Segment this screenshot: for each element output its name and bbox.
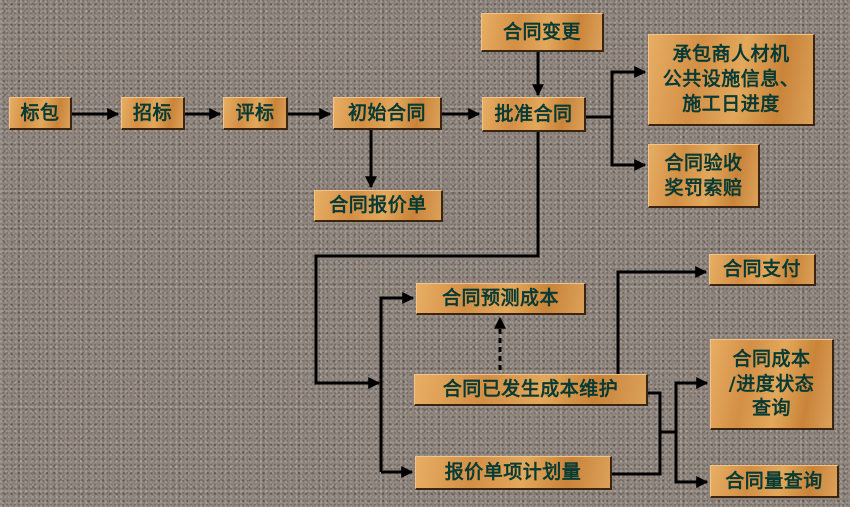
node-hetong-biangeng: 合同变更 [481, 13, 604, 52]
node-pingbiao: 评标 [223, 97, 288, 130]
node-hetongliang-chaxun: 合同量查询 [710, 465, 839, 498]
arrow-bracket-hetongliang-chaxun [674, 432, 709, 488]
node-biaobao: 标包 [9, 97, 72, 130]
node-yifasheng-chengben: 合同已发生成本维护 [414, 374, 648, 406]
connector-yifasheng-bracket [648, 391, 676, 434]
arrow-bracket-yuce [379, 292, 415, 472]
node-chengben-jindu-chaxun: 合同成本 /进度状态 查询 [710, 339, 834, 430]
arrow-pizhun-yanshou [610, 117, 647, 171]
node-pizhun-hetong: 批准合同 [482, 97, 586, 132]
node-yanshou-jiangfa: 合同验收 奖罚索赔 [648, 144, 760, 208]
arrow-bracket-chengben-chaxun [674, 377, 709, 432]
node-hetong-zhifu: 合同支付 [709, 254, 816, 286]
node-baojiadan-jihualiang: 报价单项计划量 [415, 456, 612, 490]
node-zhaobiao: 招标 [121, 97, 185, 130]
connector-jihualiang-bracket [612, 432, 662, 476]
node-chengbaoshang-info: 承包商人材机 公共设施信息、 施工日进度 [648, 34, 815, 126]
arrow-pizhun-chengbaoshang [610, 66, 647, 160]
node-hetong-baojiadan: 合同报价单 [314, 190, 443, 222]
node-yuce-chengben: 合同预测成本 [416, 283, 586, 315]
arrow-yifasheng-zhifu [616, 266, 708, 374]
node-chushi-hetong: 初始合同 [333, 97, 442, 130]
arrow-pizhun-yifasheng [314, 132, 540, 389]
